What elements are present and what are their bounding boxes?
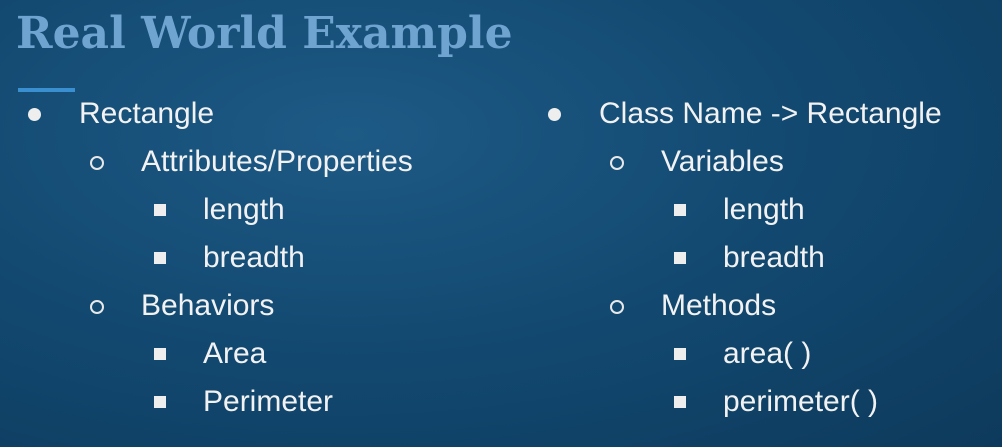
bullet-item-rectangle: Rectangle: [28, 94, 214, 134]
sub-sub-item-breadth: breadth: [674, 238, 825, 278]
square-bullet-icon: [154, 252, 166, 264]
circle-bullet-icon: [90, 300, 104, 314]
sub-sub-item-perimeter: Perimeter: [154, 382, 333, 422]
square-bullet-icon: [674, 348, 686, 360]
sub-sub-item-perimeter-method: perimeter( ): [674, 382, 878, 422]
square-bullet-icon: [154, 204, 166, 216]
sub-sub-item-area: Area: [154, 334, 266, 374]
disc-bullet-icon: [28, 108, 41, 121]
item-text: length: [723, 193, 805, 226]
square-bullet-icon: [154, 396, 166, 408]
bullet-item-class-name: Class Name -> Rectangle: [548, 94, 942, 134]
sub-sub-item-breadth: breadth: [154, 238, 305, 278]
item-text: length: [203, 193, 285, 226]
item-text: Rectangle: [79, 97, 215, 130]
item-text: Perimeter: [203, 385, 334, 418]
circle-bullet-icon: [610, 156, 624, 170]
item-text: Class Name -> Rectangle: [599, 97, 942, 130]
title-underline: [18, 88, 75, 92]
sub-item-behaviors: Behaviors: [90, 286, 274, 326]
square-bullet-icon: [674, 396, 686, 408]
item-text: breadth: [203, 241, 305, 274]
square-bullet-icon: [154, 348, 166, 360]
sub-item-variables: Variables: [610, 142, 784, 182]
item-text: breadth: [723, 241, 825, 274]
sub-sub-item-length: length: [674, 190, 805, 230]
sub-item-attributes: Attributes/Properties: [90, 142, 413, 182]
item-text: Methods: [661, 289, 777, 322]
sub-sub-item-length: length: [154, 190, 285, 230]
circle-bullet-icon: [610, 300, 624, 314]
item-text: perimeter( ): [723, 385, 879, 418]
circle-bullet-icon: [90, 156, 104, 170]
item-text: Variables: [661, 145, 784, 178]
square-bullet-icon: [674, 204, 686, 216]
sub-item-methods: Methods: [610, 286, 776, 326]
item-text: area( ): [723, 337, 812, 370]
item-text: Area: [203, 337, 267, 370]
square-bullet-icon: [674, 252, 686, 264]
item-text: Attributes/Properties: [141, 145, 413, 178]
sub-sub-item-area-method: area( ): [674, 334, 811, 374]
disc-bullet-icon: [548, 108, 561, 121]
item-text: Behaviors: [141, 289, 275, 322]
slide-title: Real World Example: [16, 8, 513, 59]
